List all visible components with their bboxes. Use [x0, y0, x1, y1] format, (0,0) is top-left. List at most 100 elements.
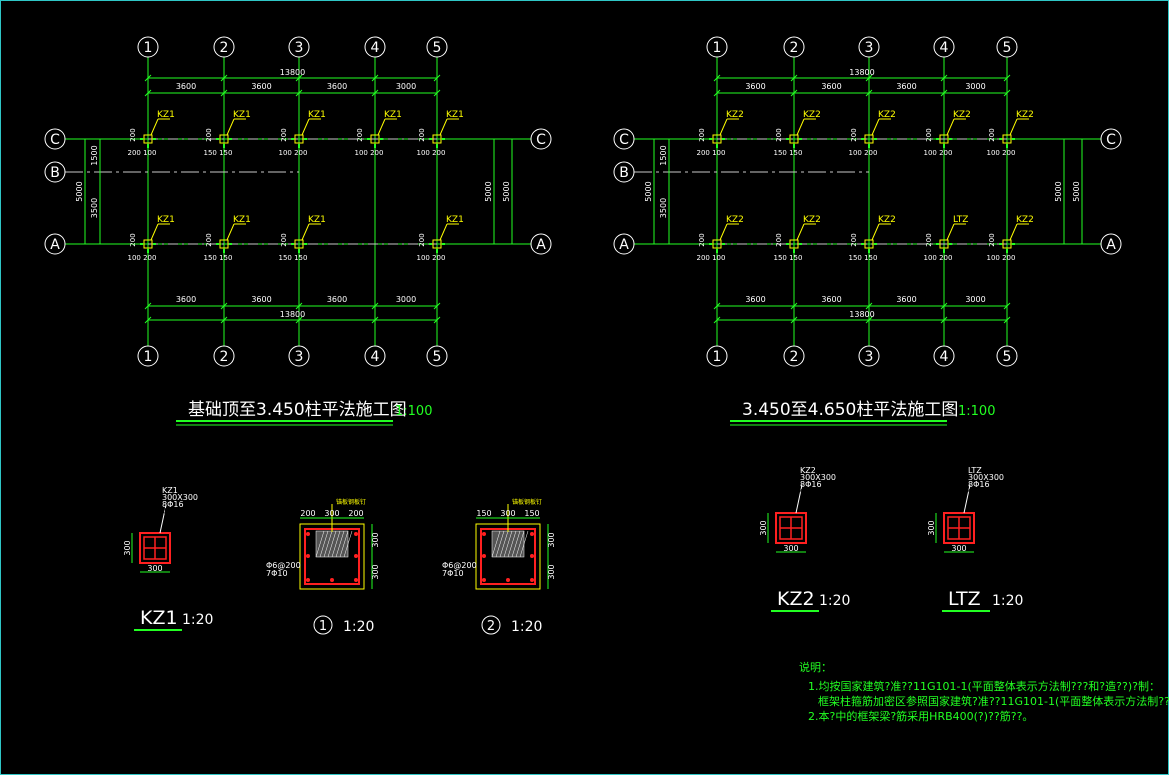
- section-dim-width-text: 300: [951, 544, 966, 553]
- section-scale: 1:20: [819, 593, 850, 609]
- axis-bubble-left-A: A: [613, 233, 635, 255]
- column-outline: [432, 134, 442, 144]
- section-outline: [943, 512, 975, 544]
- axis-label: B: [50, 165, 60, 181]
- axis-bubble: [213, 345, 235, 367]
- detail-number-bubble: [313, 615, 333, 635]
- axis-bubble-bottom-1: 1: [706, 345, 728, 367]
- column-outline: [712, 134, 722, 144]
- axis-label: C: [619, 132, 629, 148]
- detail-scale: 1:20: [511, 619, 542, 635]
- dim-left-3500: 3500: [659, 198, 668, 218]
- detail-bars-label: 7Φ10: [442, 569, 464, 578]
- column-label: KZ1: [446, 110, 464, 120]
- dim-tick: [1003, 316, 1011, 324]
- hatch-line: [499, 530, 509, 558]
- section-dim-width-text: 300: [783, 544, 798, 553]
- axis-bubble-left-C: C: [613, 128, 635, 150]
- axis-bubble-left-A: A: [44, 233, 66, 255]
- axis-label: 3: [295, 349, 304, 365]
- axis-bubble-left-C: C: [44, 128, 66, 150]
- axis-label: 5: [433, 40, 442, 56]
- dim-tick: [371, 302, 379, 310]
- column-label: KZ2: [878, 110, 896, 120]
- axis-bubble: [426, 36, 448, 58]
- axis-label: A: [536, 237, 546, 253]
- column-label: KZ2: [878, 215, 896, 225]
- dim-tick: [1003, 89, 1011, 97]
- dim-tick: [295, 74, 303, 82]
- rebar-dot: [482, 554, 486, 558]
- section-outline: [139, 532, 171, 564]
- column-offset-v: 200: [988, 233, 996, 246]
- dim-total-bottom: 13800: [280, 310, 305, 319]
- dim-tick: [865, 89, 873, 97]
- axis-label: 5: [1003, 40, 1012, 56]
- column-offset-v: 200: [925, 128, 933, 141]
- column-outline: [1002, 239, 1012, 249]
- axis-bubble-left-B: B: [44, 161, 66, 183]
- axis-bubble-top-1: 1: [706, 36, 728, 58]
- dim-tick: [790, 74, 798, 82]
- dim-tick: [433, 316, 441, 324]
- dim-tick: [865, 74, 873, 82]
- column-label: KZ1: [308, 215, 326, 225]
- dim-tick: [144, 89, 152, 97]
- column-offset-dims: 100 200: [355, 149, 384, 157]
- section-dim-width-text: 300: [147, 564, 162, 573]
- dim-tick: [940, 74, 948, 82]
- dim-span-top: 3600: [821, 82, 841, 91]
- column-label: KZ2: [1016, 215, 1034, 225]
- dim-tick: [790, 302, 798, 310]
- notes-block: 说明：1.均按国家建筑?准??11G101-1(平面整体表示方法制???和?造?…: [799, 660, 1169, 723]
- dim-tick: [295, 316, 303, 324]
- column-offset-dims: 100 200: [128, 254, 157, 262]
- hatch-line: [323, 530, 333, 558]
- section-outline: [775, 512, 807, 544]
- axis-bubble: [933, 36, 955, 58]
- column-label: KZ1: [308, 110, 326, 120]
- column-offset-dims: 100 200: [987, 149, 1016, 157]
- dim-tick: [865, 316, 873, 324]
- hatch-line: [339, 530, 349, 558]
- detail-number: 2: [487, 619, 495, 634]
- rebar-dot: [306, 554, 310, 558]
- detail-anchor-label: 锚板钢板钉: [336, 498, 366, 506]
- column-leader: [301, 118, 310, 136]
- axis-label: C: [1106, 132, 1116, 148]
- rebar-dot: [506, 578, 510, 582]
- axis-label: C: [536, 132, 546, 148]
- notes-line-2: 框架柱箍筋加密区参照国家建筑?准??11G101-1(平面整体表示方法制???和…: [818, 694, 1169, 708]
- axis-label: 1: [144, 349, 153, 365]
- axis-bubble-right-C: C: [1100, 128, 1122, 150]
- section-dim-height-text: 300: [123, 540, 132, 555]
- dim-tick: [144, 316, 152, 324]
- axis-bubble-bottom-2: 2: [213, 345, 235, 367]
- dim-tick: [371, 74, 379, 82]
- column-outline: [294, 134, 304, 144]
- column-leader: [871, 223, 880, 241]
- column-offset-v: 200: [988, 128, 996, 141]
- section-scale: 1:20: [992, 593, 1023, 609]
- axis-bubble-top-5: 5: [996, 36, 1018, 58]
- dim-tick: [713, 316, 721, 324]
- axis-bubble-top-4: 4: [364, 36, 386, 58]
- dim-span-top: 3600: [176, 82, 196, 91]
- axis-bubble: [288, 345, 310, 367]
- notes-line-1: 1.均按国家建筑?准??11G101-1(平面整体表示方法制???和?造??)?…: [808, 679, 1160, 693]
- dim-total-top: 13800: [280, 68, 305, 77]
- dim-tick: [1003, 302, 1011, 310]
- column-leader: [946, 223, 955, 241]
- column-label: KZ2: [726, 215, 744, 225]
- dim-tick: [940, 89, 948, 97]
- rebar-dot: [530, 532, 534, 536]
- column-label: KZ1: [233, 215, 251, 225]
